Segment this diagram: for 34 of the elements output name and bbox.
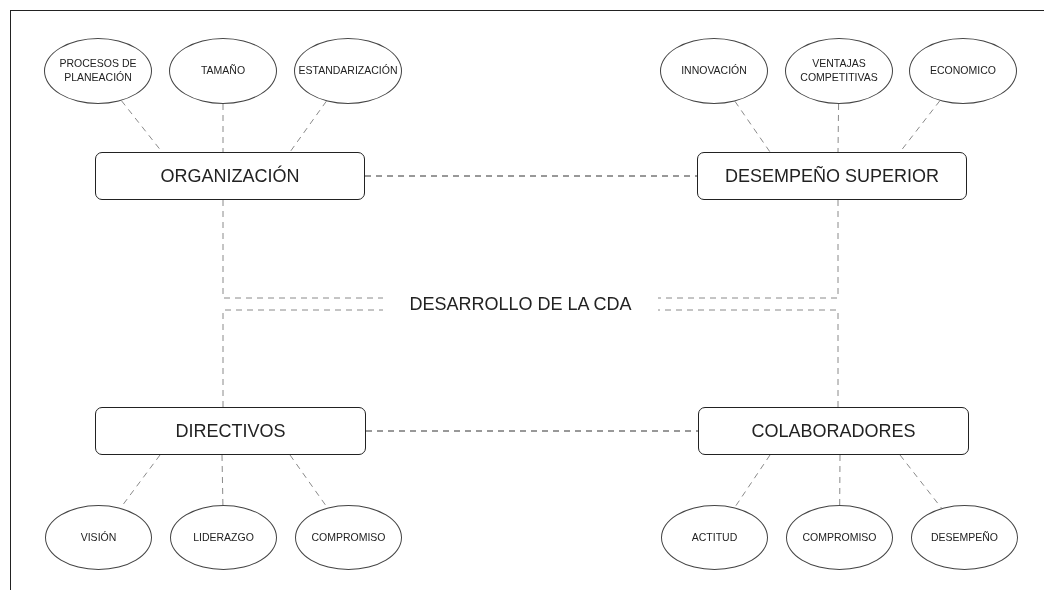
connector-line [365,430,699,432]
connector-line [899,454,943,509]
concept-box [95,152,365,200]
node-label: ESTANDARIZACIÓN [298,64,398,78]
node-label: LIDERAZGO [193,530,254,545]
connector-line [657,309,839,408]
node-label: COLABORADORES [751,420,916,442]
connector-line [837,103,840,153]
connector-line [222,199,384,299]
node-label: COMPROMISO [802,530,877,545]
connector-line [364,175,698,177]
node-label: VISIÓN [80,530,117,545]
connector-line [221,454,224,506]
connector-line [657,199,839,299]
concept-box [698,407,969,455]
node-label: DESARROLLO DE LA CDA [409,293,632,315]
concept-box [697,152,967,200]
node-label: ORGANIZACIÓN [160,165,300,187]
node-label: COMPROMISO [311,530,386,545]
concept-box [95,407,366,455]
node-label: VENTAJAS COMPETITIVAS [799,57,879,85]
node-label: PROCESOS DE PLANEACIÓN [58,57,138,85]
connector-line [839,454,841,506]
node-label: DESEMPEÑO [930,530,999,545]
connector-line [222,103,224,153]
node-label: TAMAÑO [200,64,246,78]
connector-line [734,100,771,153]
connector-line [222,309,384,408]
node-label: ACTITUD [691,530,738,545]
node-label: ECONOMICO [930,64,996,78]
node-label: INNOVACIÓN [681,64,747,78]
node-label: DIRECTIVOS [175,420,286,442]
node-label: DESEMPEÑO SUPERIOR [724,165,939,187]
connector-line [289,100,327,153]
